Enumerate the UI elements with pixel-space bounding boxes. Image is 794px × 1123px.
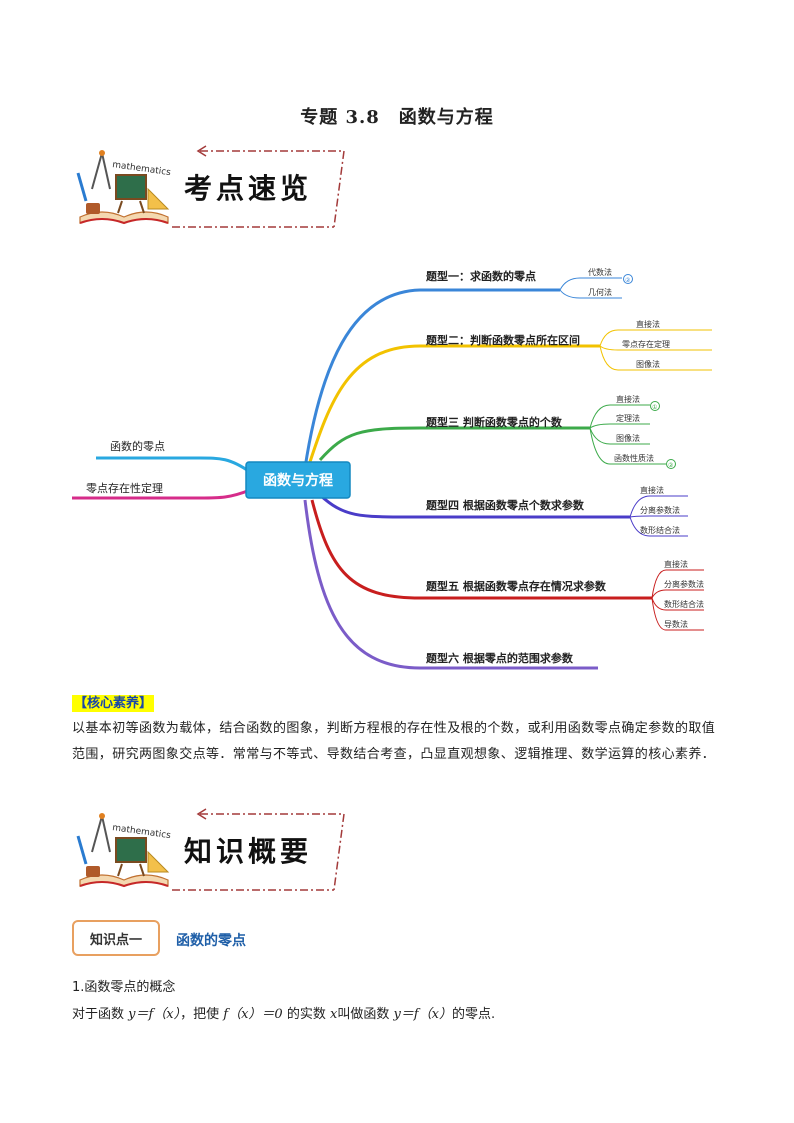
- branch-1-label: 题型一：求函数的零点: [426, 269, 536, 283]
- marker-label: ②: [668, 462, 674, 469]
- branch-6-label: 题型六 根据零点的范围求参数: [426, 651, 574, 665]
- sub-label: 分离参数法: [664, 579, 704, 589]
- knowledge-point-title: 函数的零点: [176, 933, 246, 949]
- sub-label: 数形结合法: [664, 599, 704, 609]
- branch-5-label: 题型五 根据函数零点存在情况求参数: [426, 579, 607, 593]
- sub-label: 代数法: [588, 267, 612, 277]
- banner-knowledge-title: 知识概要: [184, 835, 313, 868]
- math-logo-icon: mathematics: [76, 813, 172, 888]
- sub-label: 几何法: [588, 287, 612, 297]
- section-heading: 1.函数零点的概念: [72, 980, 176, 995]
- sub-label: 数形结合法: [640, 525, 680, 535]
- marker-label: ①: [652, 404, 657, 411]
- center-node: [245, 461, 351, 499]
- sub-label: 直接法: [616, 394, 640, 404]
- definition-line: 对于函数 y＝f（x），把使 f（x）＝0 的实数 x叫做函数 y＝f（x）的零…: [72, 1007, 496, 1022]
- marker-icon: [650, 401, 660, 411]
- knowledge-point-badge: 知识点一: [72, 920, 160, 956]
- marker-icon: [666, 459, 676, 469]
- branch-4-label: 题型四 根据函数零点个数求参数: [426, 498, 585, 512]
- sub-label: 图像法: [616, 433, 640, 443]
- sub-label: 函数性质法: [614, 453, 654, 463]
- branch-1: [303, 274, 633, 469]
- marker-label: ②: [625, 277, 631, 284]
- banner-frame: mathematics: [76, 808, 345, 891]
- sub-label: 分离参数法: [640, 505, 680, 515]
- branch-3: [318, 401, 676, 469]
- left-branch-2: [72, 488, 251, 500]
- left-branch-1-label: 函数的零点: [110, 439, 165, 453]
- branch-2-label: 题型二：判断函数零点所在区间: [426, 333, 580, 347]
- sub-label: 定理法: [616, 413, 640, 423]
- banner-knowledge: mathematics 知识概要: [72, 808, 372, 894]
- branch-2: [306, 329, 712, 469]
- left-branch-1: [96, 456, 251, 474]
- mind-map: 函数与方程 题型一：求函数的零点 代数法 几何法 ② 题型二：判断函数零点所在区…: [72, 267, 712, 670]
- sub-label: 直接法: [640, 485, 664, 495]
- banner-overview: mathematics 考点速览: [72, 145, 372, 231]
- branch-3-label: 题型三 判断函数零点的个数: [426, 415, 563, 429]
- sub-label: 导数法: [664, 619, 688, 629]
- sub-label: 零点存在定理: [622, 339, 670, 349]
- sub-label: 直接法: [636, 319, 660, 329]
- sub-label: 直接法: [664, 559, 688, 569]
- core-literacy-paragraph: 以基本初等函数为载体，结合函数的图象，判断方程根的存在性及根的个数，或利用函数零…: [72, 721, 716, 762]
- page-title: 专题 3.8 函数与方程: [300, 107, 494, 128]
- sub-label: 图像法: [636, 359, 660, 369]
- banner-overview-title: 考点速览: [184, 172, 313, 205]
- banner-frame: mathematics: [76, 145, 345, 228]
- marker-icon: [623, 274, 633, 284]
- core-literacy-label: 【核心素养】: [72, 695, 155, 712]
- center-node-label: 函数与方程: [263, 472, 333, 489]
- branch-6: [303, 499, 598, 670]
- branch-4: [318, 493, 688, 537]
- left-branch-2-label: 零点存在性定理: [86, 481, 163, 495]
- branch-5: [310, 499, 704, 631]
- math-logo-icon: mathematics: [76, 150, 172, 225]
